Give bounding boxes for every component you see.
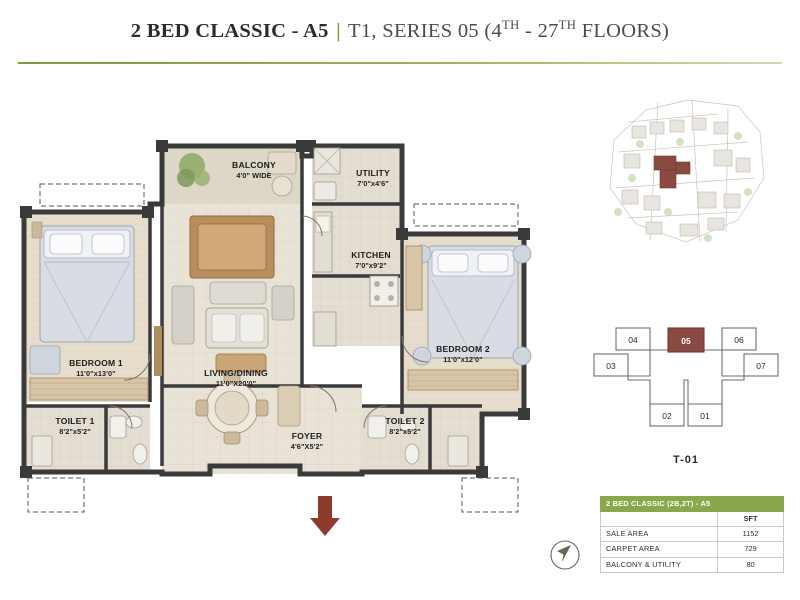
tower-series-post: FLOORS)	[576, 19, 670, 42]
room-name: LIVING/DINING	[204, 368, 268, 378]
key-unit-label-01: 01	[700, 411, 710, 421]
room-label-kitchen: KITCHEN 7'0"x9'2"	[326, 250, 416, 270]
utility-kitchen-fittings	[313, 147, 399, 347]
bedroom-1-furniture	[29, 221, 162, 401]
key-unit-label-06: 06	[734, 335, 744, 345]
door-swings	[109, 215, 429, 429]
room-dimension: 8'2"x5'2"	[59, 426, 91, 436]
room-name: FOYER	[291, 431, 323, 441]
room-dimension: 4'0" WIDE	[236, 170, 272, 180]
room-label-living-dining: LIVING/DINING 11'0"X20'0"	[176, 368, 296, 388]
key-unit-03	[593, 353, 629, 377]
room-dimension: 4'6"X5'2"	[290, 441, 324, 451]
room-dimension: 11'0"x13'0"	[76, 368, 116, 378]
structural-columns	[20, 140, 530, 478]
room-name: UTILITY	[356, 168, 390, 178]
page-header: 2 BED CLASSIC - A5 | T1, SERIES 05 (4TH …	[0, 18, 800, 43]
room-name: BEDROOM 1	[69, 358, 123, 368]
table-unit-header: SFT	[717, 511, 784, 528]
key-unit-label-03: 03	[606, 361, 616, 371]
room-label-utility: UTILITY 7'0"x4'6"	[328, 168, 418, 188]
key-unit-label-05: 05	[681, 336, 691, 346]
room-name: BEDROOM 2	[436, 344, 490, 354]
tower-key-plan: 04 05 06 03 07 02 01 T-01	[588, 310, 784, 470]
tower-series-pre: T1, SERIES 05 (4	[348, 19, 503, 42]
floor-plan-drawing: BALCONY 4'0" WIDE UTILITY 7'0"x4'6" KITC…	[10, 86, 570, 586]
key-unit-07	[743, 353, 779, 377]
room-dimension: 11'0"x12'0"	[443, 354, 483, 364]
table-title: 2 BED CLASSIC (2B,2T) - A5	[600, 495, 784, 513]
room-name: TOILET 1	[55, 416, 95, 426]
room-dimension: 8'2"x5'2"	[389, 426, 421, 436]
title-separator: |	[336, 19, 341, 42]
key-unit-06	[721, 327, 757, 351]
room-name: BALCONY	[232, 160, 276, 170]
balcony-furniture	[177, 151, 297, 197]
tower-series-mid: - 27	[519, 19, 559, 42]
room-label-bedroom-1: BEDROOM 1 11'0"x13'0"	[41, 358, 151, 378]
key-unit-label-04: 04	[628, 335, 638, 345]
row-label-carpet-area: CARPET AREA	[599, 541, 719, 558]
ordinal-sup-2: TH	[558, 18, 577, 32]
table-unit-row: SFT	[599, 511, 784, 528]
area-statement-table: 2 BED CLASSIC (2B,2T) - A5 SFT SALE AREA…	[599, 495, 784, 573]
row-label-balcony-utility: BALCONY & UTILITY	[599, 556, 719, 573]
living-dining-furniture	[171, 215, 301, 445]
north-arrow-icon	[548, 538, 582, 572]
key-unit-05-highlighted	[667, 327, 705, 353]
unit-type-label: 2 BED CLASSIC - A5	[130, 19, 329, 42]
room-name: KITCHEN	[351, 250, 391, 260]
entry-direction-arrow	[310, 496, 340, 536]
table-row: BALCONY & UTILITY 80	[599, 556, 784, 573]
ordinal-sup-1: TH	[502, 18, 520, 32]
table-row: SALE AREA 1152	[599, 526, 784, 543]
floor-plan-svg	[20, 140, 532, 536]
row-value-sale-area: 1152	[717, 526, 784, 543]
dashed-edges	[27, 183, 519, 513]
room-label-toilet-2: TOILET 2 8'2"x5'2"	[365, 416, 445, 436]
room-label-foyer: FOYER 4'6"X5'2"	[262, 431, 352, 451]
row-value-balcony-utility: 80	[717, 556, 784, 573]
tower-series-label: T1, SERIES 05 (4TH - 27TH FLOORS)	[348, 18, 670, 42]
site-plan-svg	[609, 99, 765, 243]
key-unit-04	[615, 327, 651, 351]
exterior-walls	[21, 143, 527, 477]
header-divider	[18, 62, 782, 64]
row-value-carpet-area: 729	[717, 541, 784, 558]
key-unit-label-07: 07	[756, 361, 766, 371]
room-dimension: 7'0"x9'2"	[355, 260, 387, 270]
highlighted-tower-block	[653, 155, 691, 189]
room-dimension: 11'0"X20'0"	[215, 378, 257, 388]
room-dimension: 7'0"x4'6"	[357, 178, 389, 188]
tower-code-label: T-01	[672, 454, 699, 466]
room-label-toilet-1: TOILET 1 8'2"x5'2"	[35, 416, 115, 436]
room-label-bedroom-2: BEDROOM 2 11'0"x12'0"	[408, 344, 518, 364]
toilet-fittings	[31, 415, 469, 467]
bedroom-2-furniture	[405, 244, 532, 391]
page-title: 2 BED CLASSIC - A5 | T1, SERIES 05 (4TH …	[0, 18, 800, 43]
room-name: TOILET 2	[385, 416, 425, 426]
key-plan-svg: 04 05 06 03 07 02 01	[593, 327, 779, 427]
table-row: CARPET AREA 729	[599, 541, 784, 558]
table-blank-cell	[599, 511, 719, 528]
site-location-plan	[588, 92, 784, 292]
table-header-row: 2 BED CLASSIC (2B,2T) - A5	[600, 495, 784, 513]
key-unit-label-02: 02	[662, 411, 672, 421]
room-label-balcony: BALCONY 4'0" WIDE	[194, 160, 314, 180]
row-label-sale-area: SALE AREA	[599, 526, 719, 543]
